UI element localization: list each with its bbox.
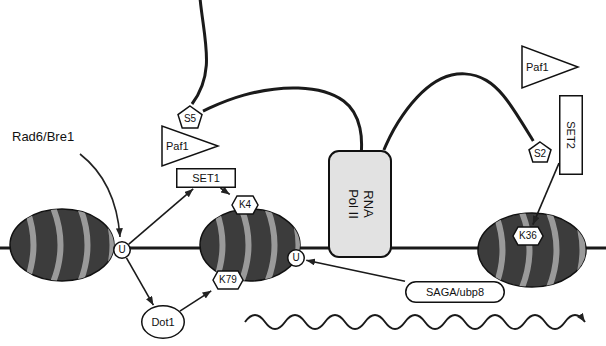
arrow-connector [129, 189, 193, 244]
complex-triangle: Paf1 [521, 45, 579, 89]
complex-triangle-shape [162, 126, 218, 166]
phospho-site-shape [529, 142, 551, 162]
leader-arrow [80, 154, 120, 237]
enzyme-box-shape [177, 169, 236, 188]
lysine-hexagon: K36 [512, 226, 544, 246]
ctd-tail [203, 88, 362, 150]
enzyme-box: SET1 [176, 168, 236, 188]
enzyme-box: SET2 [559, 95, 583, 175]
node-label: Paf1 [166, 140, 189, 153]
node-label: U [292, 252, 299, 264]
node-label: U [118, 244, 125, 256]
polymerase-box: RNA Pol II [328, 150, 392, 258]
node-label: S2 [534, 148, 546, 160]
node-label: SET1 [192, 172, 220, 185]
node-label: K36 [519, 230, 537, 242]
complex-triangle-shape [522, 46, 578, 88]
lysine-hexagon-shape [213, 271, 243, 289]
ubiquitin-mark: U [287, 249, 305, 267]
complex-box-shape [406, 282, 505, 303]
arrow-connector [220, 188, 229, 194]
enzyme-label: Rad6/Bre1 [12, 130, 74, 145]
node-label: SAGA/ubp8 [426, 286, 484, 299]
ubiquitin-mark-shape [114, 242, 131, 259]
complex-triangle: Paf1 [161, 125, 219, 167]
node-label: SET2 [565, 121, 578, 149]
lysine-hexagon: K79 [212, 270, 244, 290]
node-label: Paf1 [526, 61, 549, 74]
lysine-hexagon: K4 [231, 195, 259, 215]
nucleosome [200, 205, 300, 285]
lysine-hexagon-shape [232, 196, 258, 214]
arrow-connector [306, 260, 405, 281]
enzyme-circle: Dot1 [141, 305, 185, 339]
node-label: RNA Pol II [345, 184, 375, 224]
polymerase-box-shape [329, 151, 391, 257]
phospho-site: S5 [177, 105, 203, 129]
arrow-connector [126, 258, 153, 305]
node-label: S5 [184, 113, 196, 125]
ubiquitin-mark: U [113, 241, 131, 259]
ctd-tail [384, 74, 533, 150]
lysine-hexagon-shape [513, 227, 543, 245]
node-label: Dot1 [151, 316, 174, 329]
node-label: K79 [219, 274, 237, 286]
nucleosome [10, 205, 114, 285]
transcript-wave [245, 315, 585, 329]
enzyme-box-shape [560, 96, 583, 175]
arrow-connector [180, 291, 211, 311]
complex-box: SAGA/ubp8 [405, 281, 505, 303]
ubiquitin-mark-shape [288, 250, 305, 267]
node-label: K4 [239, 199, 251, 211]
arrow-connector [533, 163, 559, 224]
nucleosome [478, 210, 586, 290]
ctd-tail [192, 0, 207, 104]
enzyme-circle-shape [142, 306, 185, 339]
phospho-site-shape [178, 106, 202, 128]
phospho-site: S2 [528, 141, 552, 163]
